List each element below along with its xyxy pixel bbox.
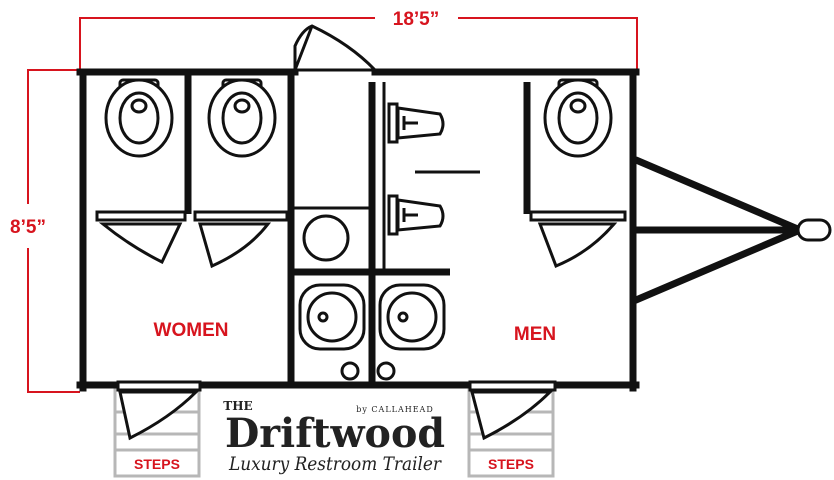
driftwood-logo: THE by CALLAHEAD Driftwood Luxury Restro…	[223, 399, 445, 475]
interior-thin-walls	[290, 82, 480, 385]
men-room-label: MEN	[514, 324, 556, 345]
women-toilet-2	[207, 78, 277, 158]
logo-tagline: Luxury Restroom Trailer	[228, 453, 443, 475]
height-dimension-line-lower	[27, 248, 80, 393]
steps-left-label: STEPS	[134, 456, 180, 472]
men-stall-front	[529, 210, 627, 268]
hitch-coupler	[796, 218, 832, 242]
trailer-hitch	[632, 156, 804, 304]
urinal-2	[387, 194, 445, 236]
women-stall-fronts	[95, 210, 289, 222]
width-dimension-line	[79, 17, 375, 70]
exterior-door-top	[293, 24, 379, 72]
steps-right-label: STEPS	[488, 456, 534, 472]
logo-name: Driftwood	[225, 410, 445, 457]
women-room-label: WOMEN	[154, 320, 229, 341]
height-dimension-label: 8’5”	[10, 217, 46, 238]
men-toilet	[543, 78, 613, 158]
urinal-1	[387, 102, 445, 144]
entry-door-men	[468, 380, 557, 441]
women-toilet-1	[104, 78, 174, 158]
width-dimension-line-right	[458, 17, 638, 70]
height-dimension-line	[27, 69, 80, 204]
width-dimension-label: 18’5”	[393, 9, 439, 30]
utility-tank-circle	[302, 214, 350, 262]
dimension-lines	[27, 17, 638, 393]
sink-men	[376, 283, 446, 381]
entry-door-women	[116, 380, 202, 441]
logo-by-callahead: by CALLAHEAD	[356, 405, 434, 414]
logo-the: THE	[223, 399, 252, 413]
sink-women	[298, 283, 366, 381]
interior-walls	[184, 72, 531, 385]
women-stall-doors	[98, 222, 272, 269]
